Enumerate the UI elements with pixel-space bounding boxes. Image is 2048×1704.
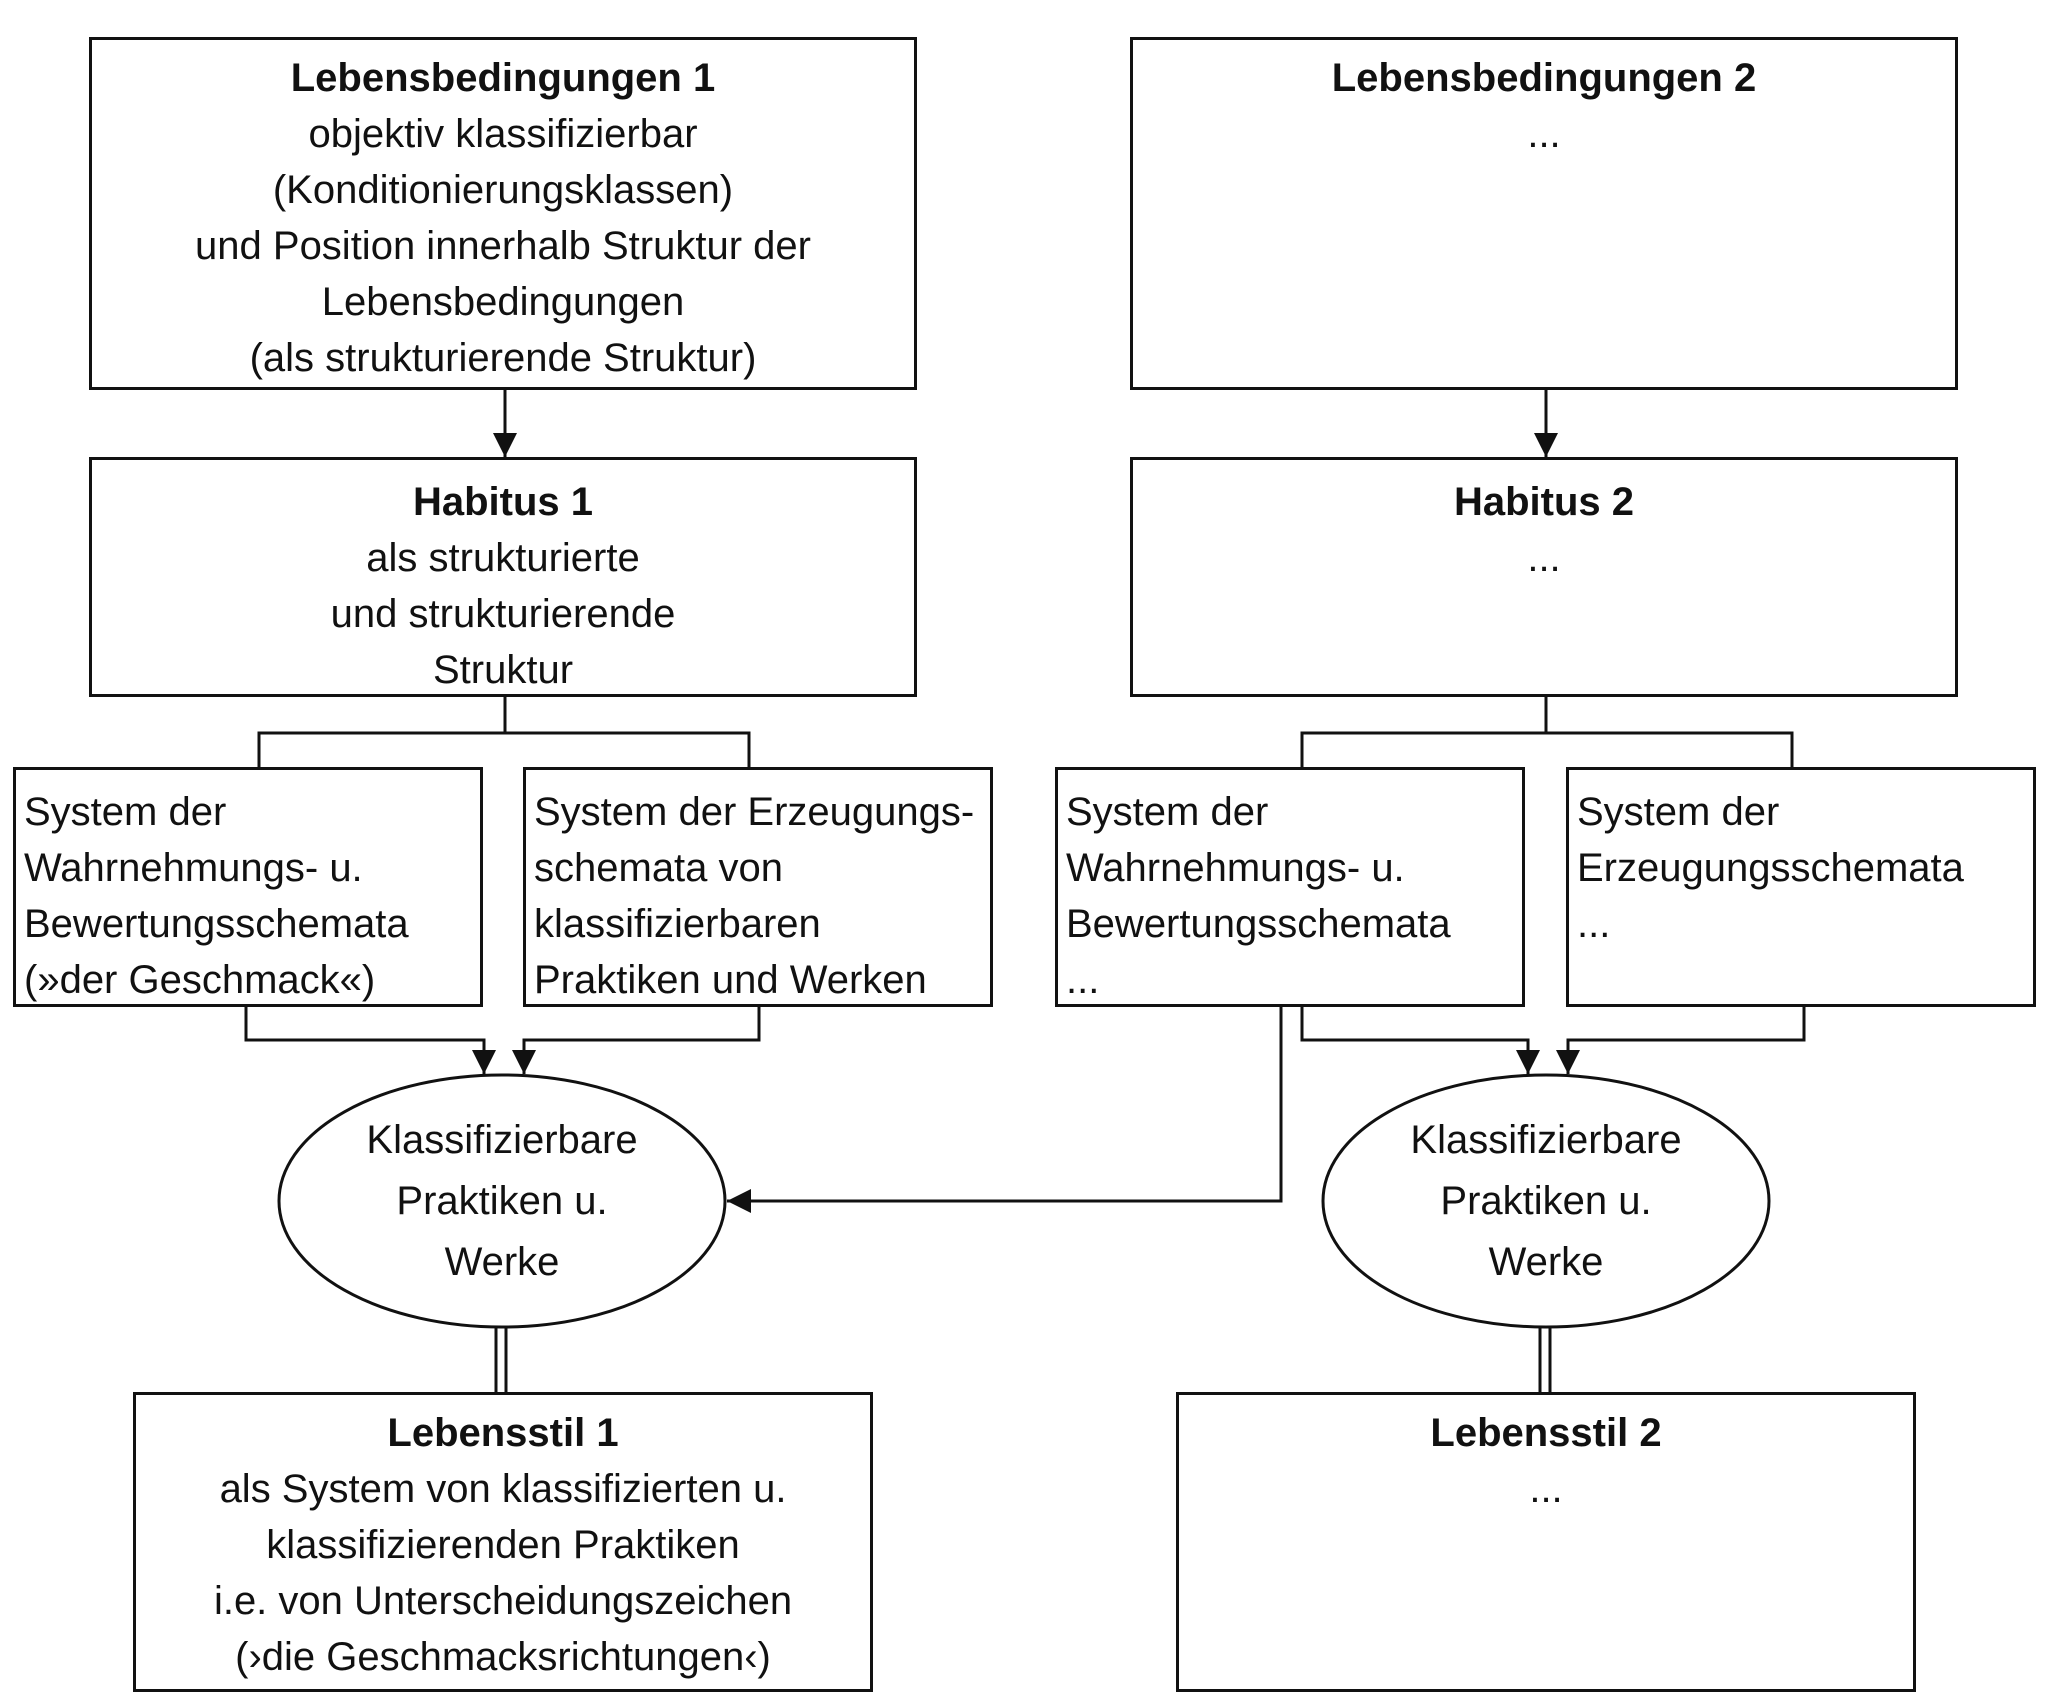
lebensbedingungen-1-line: objektiv klassifizierbar: [308, 112, 698, 156]
wahrnehmung-1-line: System der: [24, 790, 227, 834]
erzeugung-2-line: ...: [1577, 902, 1611, 946]
wahrnehmung-2-line: ...: [1066, 958, 1100, 1002]
lebensstil-1-line: i.e. von Unterscheidungszeichen: [213, 1579, 793, 1623]
box-lebensbedingungen-1: Lebensbedingungen 1 objektiv klassifizie…: [89, 37, 917, 390]
ellipse-praktiken-1: [277, 1073, 727, 1329]
wahrnehmung-1-line: Bewertungsschemata: [24, 902, 409, 946]
praktiken-1-line: Klassifizierbare: [366, 1118, 638, 1162]
box-lebensbedingungen-2: Lebensbedingungen 2 ...: [1130, 37, 1958, 390]
habitus-2-line: ...: [1527, 536, 1561, 580]
praktiken-2-line: Klassifizierbare: [1410, 1118, 1682, 1162]
lebensstil-1-line: klassifizierenden Praktiken: [266, 1523, 740, 1567]
praktiken-2-label: Klassifizierbare Praktiken u. Werke: [1346, 1110, 1746, 1293]
praktiken-1-line: Praktiken u.: [396, 1179, 608, 1223]
lebensbedingungen-1-line: und Position innerhalb Struktur der: [195, 224, 811, 268]
erzeugung-1-line: klassifizierbaren: [534, 902, 821, 946]
lebensbedingungen-1-line: Lebensbedingungen: [321, 280, 685, 324]
arrow-wahrnehmung1-to-praktiken1: [244, 1007, 496, 1074]
erzeugung-1-line: System der Erzeugungs-: [534, 790, 975, 834]
box-wahrnehmung-1: System der Wahrnehmungs- u. Bewertungssc…: [13, 767, 483, 1007]
lebensbedingungen-1-title: Lebensbedingungen 1: [290, 56, 716, 100]
lebensstil-1-title: Lebensstil 1: [387, 1411, 619, 1455]
arrow-erzeugung2-to-praktiken2: [1556, 1007, 1806, 1074]
lebensstil-1-line: (›die Geschmacksrichtungen‹): [235, 1635, 771, 1679]
arrow-wahrnehmung2-to-praktiken2: [1300, 1007, 1540, 1074]
praktiken-1-line: Werke: [444, 1240, 560, 1284]
erzeugung-2-line: Erzeugungsschemata: [1577, 846, 1964, 890]
lebensbedingungen-2-line: ...: [1527, 112, 1561, 156]
lebensbedingungen-1-line: (Konditionierungsklassen): [272, 168, 734, 212]
lebensstil-1-line: als System von klassifizierten u.: [219, 1467, 787, 1511]
box-lebensstil-2: Lebensstil 2 ...: [1176, 1392, 1916, 1692]
box-habitus-2: Habitus 2 ...: [1130, 457, 1958, 697]
praktiken-2-line: Werke: [1488, 1240, 1604, 1284]
wahrnehmung-2-line: Bewertungsschemata: [1066, 902, 1451, 946]
box-lebensstil-1: Lebensstil 1 als System von klassifizier…: [133, 1392, 873, 1692]
praktiken-2-line: Praktiken u.: [1440, 1179, 1652, 1223]
erzeugung-2-line: System der: [1577, 790, 1780, 834]
box-erzeugung-1: System der Erzeugungs- schemata von klas…: [523, 767, 993, 1007]
lebensbedingungen-1-line: (als strukturierende Struktur): [249, 336, 757, 380]
ellipse-praktiken-2: [1321, 1073, 1771, 1329]
wahrnehmung-1-line: Wahrnehmungs- u.: [24, 846, 363, 890]
box-habitus-1: Habitus 1 als strukturierte und struktur…: [89, 457, 917, 697]
lebensstil-2-line: ...: [1529, 1467, 1563, 1511]
habitus-2-title: Habitus 2: [1453, 480, 1635, 524]
branch-habitus1-horizontal: [257, 731, 751, 767]
habitus-1-line: als strukturierte: [366, 536, 640, 580]
wahrnehmung-2-line: Wahrnehmungs- u.: [1066, 846, 1405, 890]
arrow-wahrnehmung2-to-praktiken1: [727, 1007, 1283, 1213]
arrow-erzeugung1-to-praktiken1: [512, 1007, 761, 1074]
box-wahrnehmung-2: System der Wahrnehmungs- u. Bewertungssc…: [1055, 767, 1525, 1007]
branch-habitus2-horizontal: [1300, 731, 1794, 767]
lebensstil-2-title: Lebensstil 2: [1430, 1411, 1662, 1455]
habitus-1-title: Habitus 1: [412, 480, 594, 524]
wahrnehmung-2-line: System der: [1066, 790, 1269, 834]
praktiken-1-label: Klassifizierbare Praktiken u. Werke: [302, 1110, 702, 1293]
lebensbedingungen-2-title: Lebensbedingungen 2: [1331, 56, 1757, 100]
erzeugung-1-line: schemata von: [534, 846, 784, 890]
erzeugung-1-line: Praktiken und Werken: [534, 958, 927, 1002]
habitus-1-line: Struktur: [432, 648, 574, 692]
box-erzeugung-2: System der Erzeugungsschemata ...: [1566, 767, 2036, 1007]
habitus-1-line: und strukturierende: [330, 592, 676, 636]
wahrnehmung-1-line: (»der Geschmack«): [24, 958, 376, 1002]
